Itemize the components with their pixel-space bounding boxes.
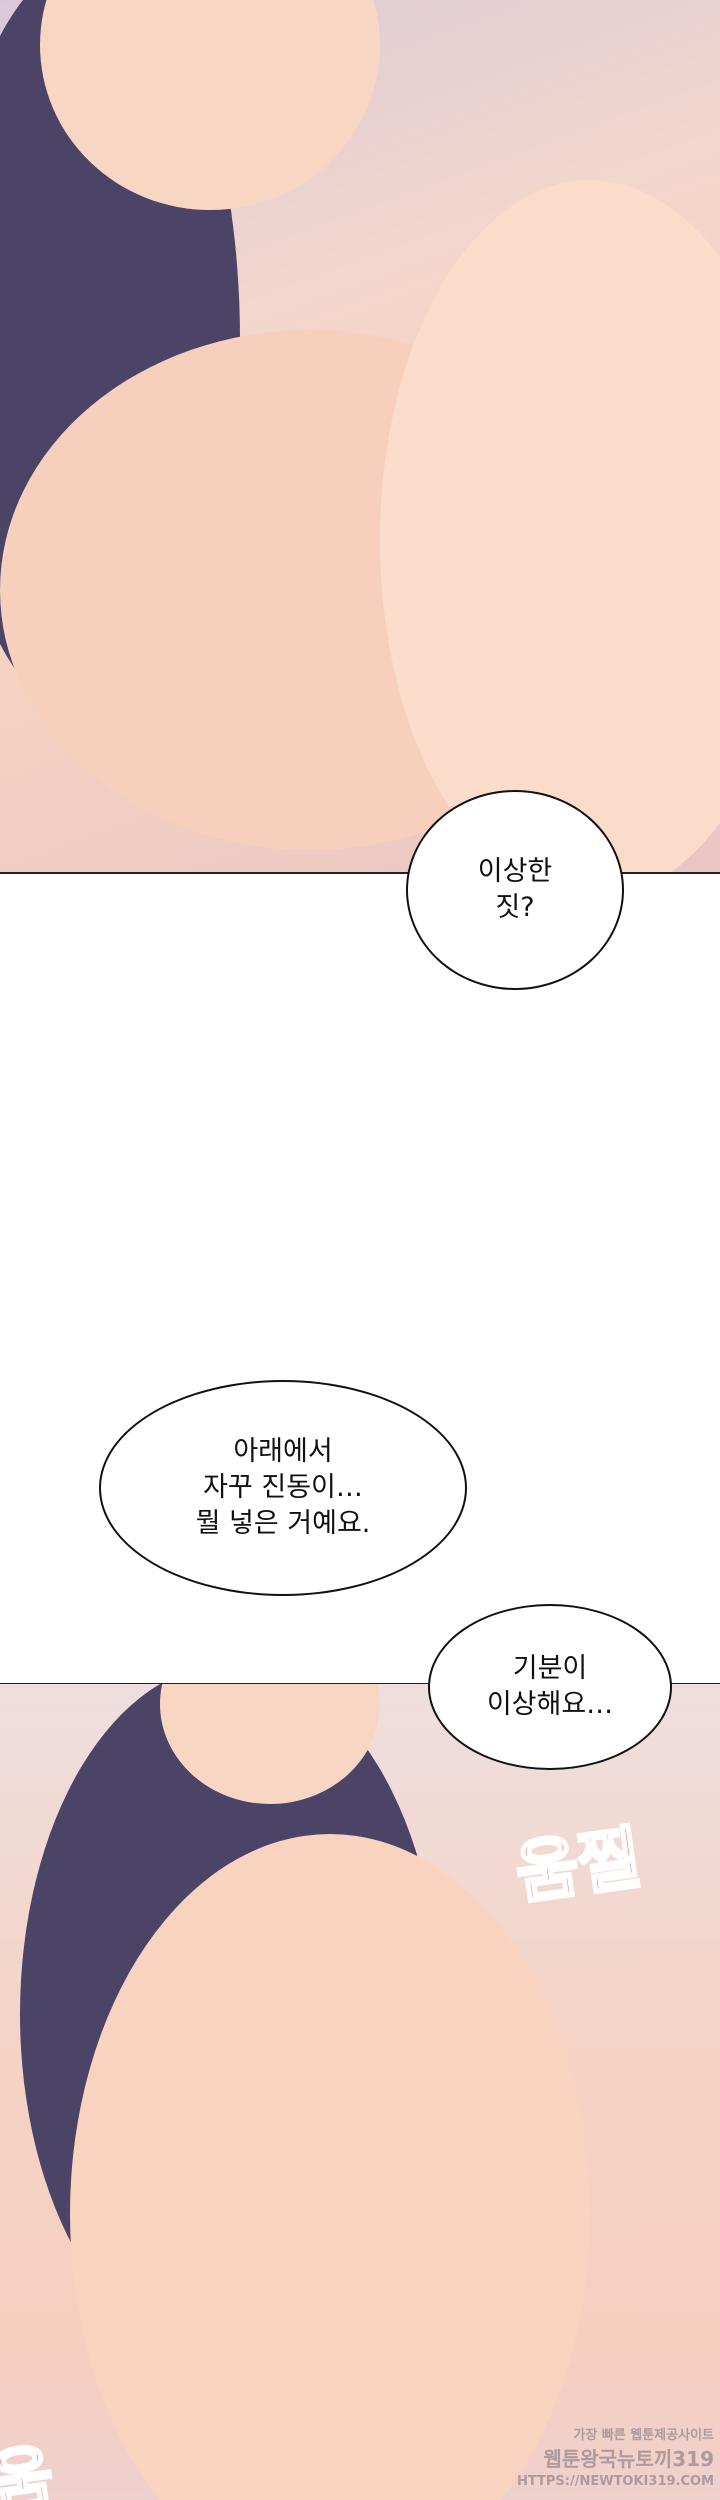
watermark-line: 웹툰왕국뉴토끼319	[543, 2447, 714, 2471]
bubble-line: 이상해요…	[486, 1689, 614, 1720]
speech-bubble-1: 이상한 짓?	[406, 790, 624, 990]
speech-bubble-2: 아래에서 자꾸 진동이… 뭘 넣은 거예요.	[99, 1380, 467, 1596]
bubble-line: 짓?	[495, 892, 535, 923]
watermark-line: HTTPS://NEWTOKI319.COM	[516, 2474, 714, 2489]
watermark-line: 가장 빠른 웹툰제공사이트	[573, 2428, 714, 2443]
panel-border	[0, 872, 720, 874]
bubble-line: 기분이	[512, 1653, 588, 1684]
bubble-line: 뭘 넣은 거예요.	[195, 1508, 371, 1539]
comic-panel-2: 움	[0, 1684, 720, 2500]
bubble-line: 자꾸 진동이…	[203, 1472, 363, 1503]
bubble-line: 아래에서	[233, 1436, 333, 1467]
sfx-twitch-partial: 움	[0, 2435, 60, 2500]
character-shoulder	[380, 180, 720, 873]
bubble-line: 이상한	[477, 856, 553, 887]
character-torso	[70, 1834, 590, 2500]
watermark: 가장 빠른 웹툰제공사이트 웹툰왕국뉴토끼319 HTTPS://NEWTOKI…	[517, 2426, 714, 2492]
sfx-twitch: 움찔	[510, 1817, 648, 1916]
speech-bubble-3: 기분이 이상해요…	[428, 1604, 672, 1770]
comic-panel-1	[0, 0, 720, 873]
